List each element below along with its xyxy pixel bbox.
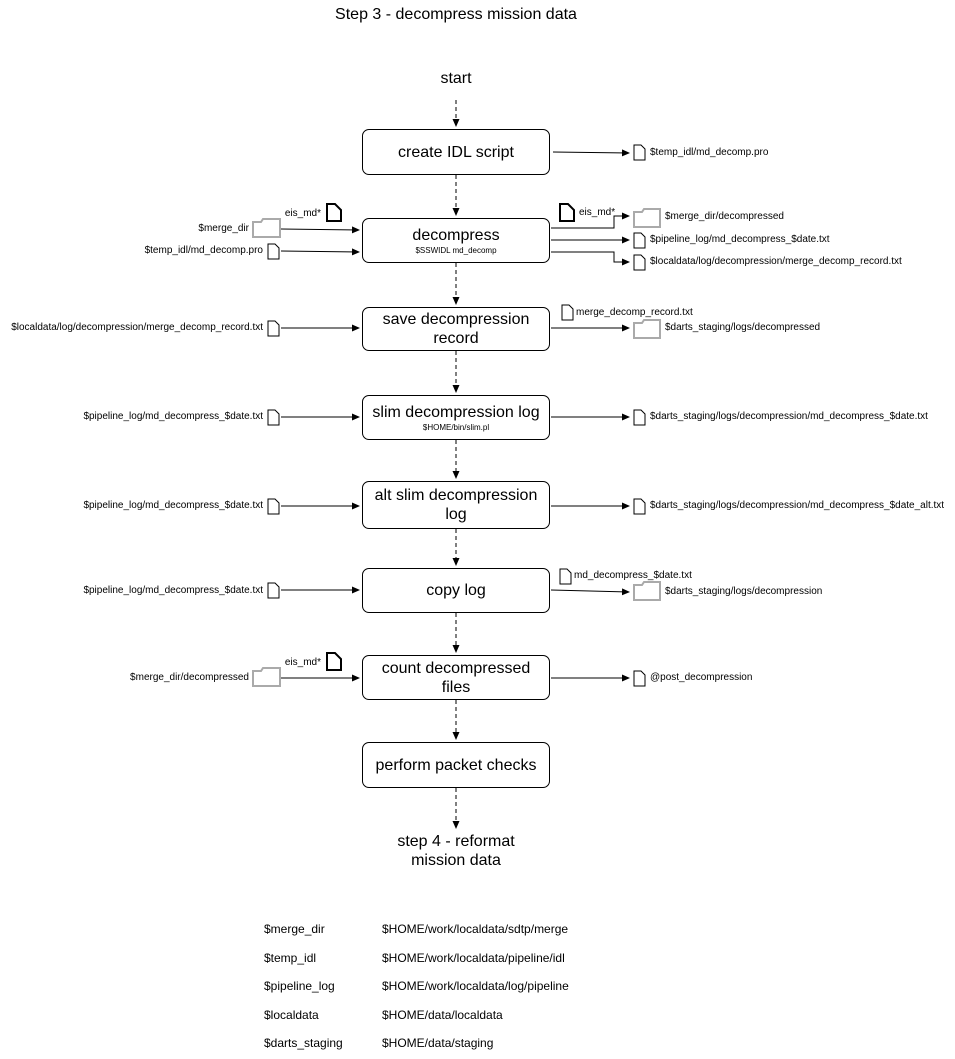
document-icon <box>326 652 342 671</box>
step-label: perform packet checks <box>375 756 537 774</box>
document-icon <box>633 409 646 426</box>
step-copy-log: copy log <box>362 568 550 613</box>
input-merge-record: $localdata/log/decompression/merge_decom… <box>11 322 263 333</box>
step-slim-decompression-log: slim decompression log $HOME/bin/slim.pl <box>362 395 550 440</box>
variable-value: $HOME/work/localdata/sdtp/merge <box>382 922 569 936</box>
document-icon <box>633 670 646 687</box>
output-staging-slim: $darts_staging/logs/decompression/md_dec… <box>650 411 928 422</box>
start-label: start <box>440 70 472 87</box>
output-pipeline-log: $pipeline_log/md_decompress_$date.txt <box>650 234 830 245</box>
variable-value: $HOME/data/staging <box>382 1036 494 1050</box>
document-icon <box>267 243 280 260</box>
output-staging-decompression: $darts_staging/logs/decompression <box>665 586 823 597</box>
step-command: $HOME/bin/slim.pl <box>422 422 490 432</box>
input-eis-md: eis_md* <box>284 208 321 219</box>
output-staging-decompressed: $darts_staging/logs/decompressed <box>665 322 821 333</box>
step-label-line-1: save decompression <box>382 311 530 328</box>
input-merge-dir: $merge_dir <box>198 223 249 234</box>
step-label: decompress <box>412 226 500 244</box>
step-label: create IDL script <box>398 143 514 161</box>
step-create-idl-script: create IDL script <box>362 129 550 175</box>
folder-icon <box>252 667 281 687</box>
input-merge-decompressed: $merge_dir/decompressed <box>130 672 249 683</box>
step-decompress: decompress $SSWIDL md_decomp <box>362 218 550 263</box>
folder-icon <box>633 581 661 601</box>
input-pipeline-log-1: $pipeline_log/md_decompress_$date.txt <box>83 411 263 422</box>
output-merge-decompressed: $merge_dir/decompressed <box>665 211 784 222</box>
variable-value: $HOME/work/localdata/pipeline/idl <box>382 951 565 965</box>
end-label: step 4 - reformat mission data <box>356 832 556 870</box>
variable-name: $merge_dir <box>264 922 325 936</box>
end-label-line-2: mission data <box>411 852 501 869</box>
output-copy-file: md_decompress_$date.txt <box>574 570 692 581</box>
input-eis-md-2: eis_md* <box>284 657 321 668</box>
output-temp-idl-pro: $temp_idl/md_decomp.pro <box>650 147 769 158</box>
step-label-line-1: count decompressed <box>381 659 531 677</box>
step-command: $SSWIDL md_decomp <box>415 245 497 255</box>
variable-name: $localdata <box>264 1008 319 1022</box>
variable-name: $pipeline_log <box>264 979 335 993</box>
document-icon <box>267 582 280 599</box>
folder-icon <box>633 208 661 228</box>
step-label-line-2: record <box>433 330 479 347</box>
document-icon <box>326 203 342 222</box>
step-alt-slim-decompression-log: alt slim decompression log <box>362 481 550 529</box>
document-icon <box>561 304 574 321</box>
step-label-line-2: files <box>441 678 471 696</box>
end-label-line-1: step 4 - reformat <box>397 833 515 850</box>
step-label-line-2: log <box>445 506 467 523</box>
step-label: slim decompression log <box>372 403 540 421</box>
variable-name: $temp_idl <box>264 951 317 965</box>
output-staging-alt: $darts_staging/logs/decompression/md_dec… <box>650 500 945 511</box>
folder-icon <box>252 218 281 238</box>
document-icon <box>267 409 280 426</box>
folder-icon <box>633 319 661 339</box>
document-icon <box>633 232 646 249</box>
input-temp-idl-pro: $temp_idl/md_decomp.pro <box>144 245 263 256</box>
variable-value: $HOME/data/localdata <box>382 1008 503 1022</box>
output-eis-md: eis_md* <box>579 207 616 218</box>
step-perform-packet-checks: perform packet checks <box>362 742 550 788</box>
step-save-decompression-record: save decompression record <box>362 307 550 351</box>
document-icon <box>559 568 572 585</box>
document-icon <box>633 144 646 161</box>
output-merge-record-file: merge_decomp_record.txt <box>576 307 693 318</box>
step-label: copy log <box>426 582 486 599</box>
input-pipeline-log-3: $pipeline_log/md_decompress_$date.txt <box>83 585 263 596</box>
output-post-decompression: @post_decompression <box>650 672 753 683</box>
variable-value: $HOME/work/localdata/log/pipeline <box>382 979 569 993</box>
document-icon <box>633 254 646 271</box>
variable-name: $darts_staging <box>264 1036 343 1050</box>
document-icon <box>633 498 646 515</box>
input-pipeline-log-2: $pipeline_log/md_decompress_$date.txt <box>83 500 263 511</box>
document-icon <box>559 203 575 222</box>
document-icon <box>267 320 280 337</box>
step-count-decompressed-files: count decompressed files <box>362 655 550 700</box>
step-label-line-1: alt slim decompression <box>374 487 538 504</box>
document-icon <box>267 498 280 515</box>
diagram-title: Step 3 - decompress mission data <box>335 6 577 23</box>
output-merge-record: $localdata/log/decompression/merge_decom… <box>650 256 902 267</box>
